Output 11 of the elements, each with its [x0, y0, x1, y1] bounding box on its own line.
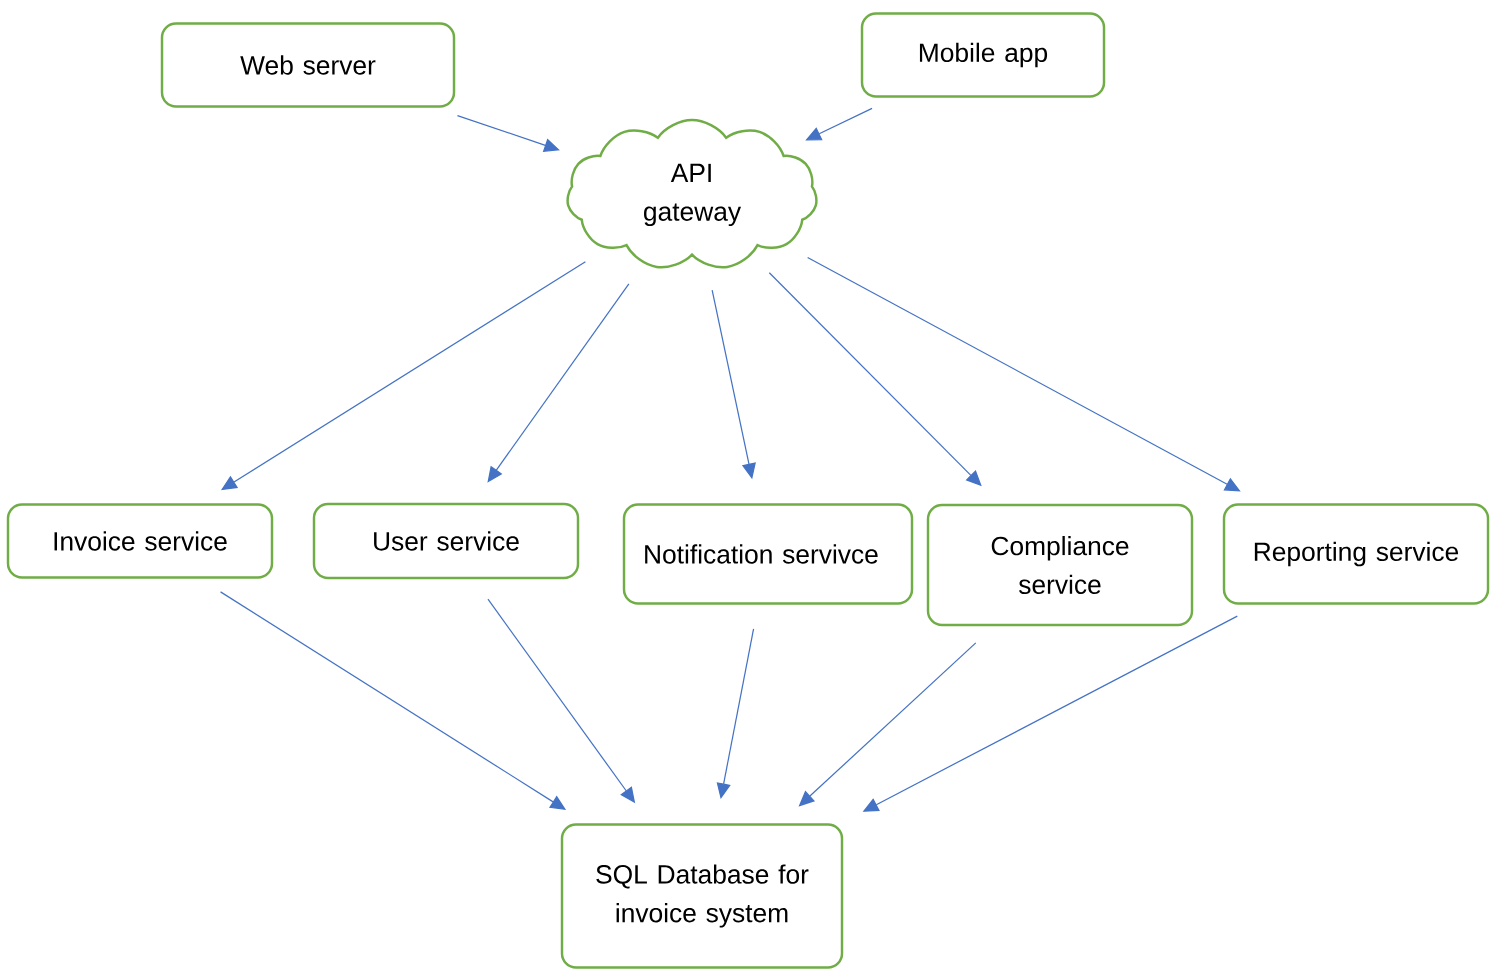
process-box: Web server	[160, 22, 456, 108]
service-box: Compliance service	[926, 503, 1194, 627]
service-box: Invoice service	[6, 503, 274, 579]
arrow	[807, 256, 1241, 492]
gateway-cloud: API gateway	[566, 118, 818, 269]
arrow	[487, 283, 630, 483]
service-box: Notification servivce	[622, 503, 914, 605]
database-box: SQL Database for invoice system	[560, 823, 844, 969]
process-box: Mobile app	[860, 12, 1106, 98]
service-box: User service	[312, 502, 580, 580]
service-box: Reporting service	[1222, 503, 1490, 605]
